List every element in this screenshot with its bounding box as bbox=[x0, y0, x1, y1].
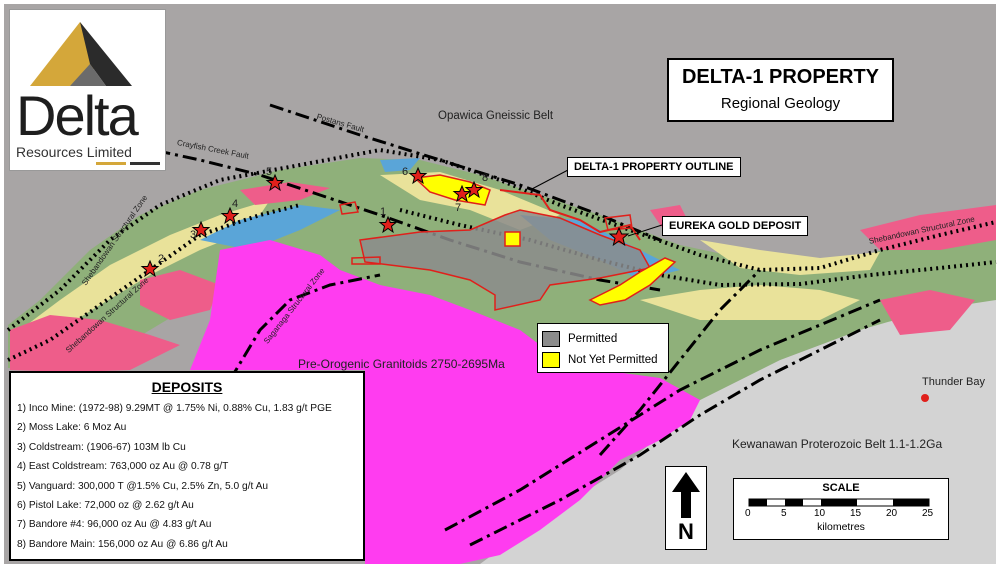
deposit-star-6 bbox=[408, 166, 428, 185]
legend-swatch-permitted bbox=[542, 331, 560, 347]
sediment-band bbox=[700, 240, 880, 275]
north-arrow-icon bbox=[672, 472, 700, 518]
postans-fault-line bbox=[269, 103, 661, 242]
deposit-item: 5) Vanguard: 300,000 T @1.5% Cu, 2.5% Zn… bbox=[17, 480, 269, 492]
eureka-deposit-callout: EUREKA GOLD DEPOSIT bbox=[662, 216, 809, 236]
property-outline bbox=[499, 189, 641, 241]
scale-tick: 10 bbox=[814, 508, 826, 519]
legend-item-not-permitted: Not Yet Permitted bbox=[542, 352, 658, 368]
thunder-bay-label: Thunder Bay bbox=[922, 376, 985, 388]
map-subtitle: Regional Geology bbox=[720, 95, 841, 112]
deposit-star-5 bbox=[265, 173, 285, 192]
scale-tick-labels: 0 5 10 15 20 25 bbox=[742, 508, 942, 520]
granitoids-label: Pre-Orogenic Granitoids 2750-2695Ma bbox=[298, 357, 505, 371]
logo-mountain-icon bbox=[30, 22, 132, 86]
granitoid-body bbox=[10, 315, 180, 372]
deposit-item: 8) Bandore Main: 156,000 oz Au @ 6.86 g/… bbox=[17, 538, 228, 550]
deposit-item: 4) East Coldstream: 763,000 oz Au @ 0.78… bbox=[17, 461, 229, 473]
deposit-star-4 bbox=[220, 206, 240, 225]
granitoid-body bbox=[240, 182, 330, 205]
granitoid-body bbox=[860, 205, 996, 250]
pre-orogenic-granitoids bbox=[190, 240, 700, 564]
star-label-5: 5 bbox=[266, 166, 273, 178]
deposit-star-3 bbox=[191, 220, 211, 239]
regional-fault-line bbox=[444, 298, 881, 532]
north-arrow: N bbox=[665, 466, 707, 550]
permitted-claims bbox=[359, 209, 652, 311]
property-outline bbox=[604, 214, 633, 231]
star-label-6: 6 bbox=[402, 166, 409, 178]
deposits-panel: DEPOSITS 1) Inco Mine: (1972-98) 9.29MT … bbox=[9, 371, 365, 561]
property-outline bbox=[351, 256, 381, 265]
regional-fault-line bbox=[598, 268, 762, 456]
regional-fault-line bbox=[469, 318, 881, 547]
deposit-item: 7) Bandore #4: 96,000 oz Au @ 4.83 g/t A… bbox=[17, 519, 212, 531]
logo-underline bbox=[130, 162, 160, 165]
star-label-1: 1 bbox=[380, 206, 387, 218]
scale-bar bbox=[748, 498, 930, 507]
sediment-band bbox=[20, 200, 270, 330]
callout-pointer bbox=[529, 169, 569, 191]
star-label-4: 4 bbox=[232, 198, 239, 210]
scale-bar-panel: SCALE 0 5 10 15 20 25 kilometres bbox=[733, 478, 949, 540]
deposit-item: 1) Inco Mine: (1972-98) 9.29MT @ 1.75% N… bbox=[17, 403, 332, 414]
star-label-7: 7 bbox=[455, 202, 462, 214]
scale-tick: 0 bbox=[745, 508, 751, 519]
legend-label-permitted: Permitted bbox=[568, 333, 618, 345]
deposit-star-1 bbox=[378, 215, 398, 234]
logo-subtitle: Resources Limited bbox=[16, 144, 132, 160]
volcanic-band bbox=[200, 205, 340, 250]
granitoid-body bbox=[140, 270, 220, 320]
legend-item-permitted: Permitted bbox=[542, 331, 617, 347]
deposits-list: 1) Inco Mine: (1972-98) 9.29MT @ 1.75% N… bbox=[11, 399, 363, 554]
legend-label-not-permitted: Not Yet Permitted bbox=[568, 354, 658, 366]
not-yet-permitted-claims bbox=[504, 231, 521, 247]
granitoid-body bbox=[880, 290, 975, 335]
deposit-stars bbox=[140, 166, 630, 278]
map-title-box: DELTA-1 PROPERTY Regional Geology bbox=[667, 58, 894, 122]
map-title: DELTA-1 PROPERTY bbox=[681, 66, 880, 88]
deposit-star-7 bbox=[452, 184, 472, 203]
deposit-item: 6) Pistol Lake: 72,000 oz @ 2.62 g/t Au bbox=[17, 500, 194, 512]
deposit-item: 2) Moss Lake: 6 Moz Au bbox=[17, 422, 127, 434]
scale-tick: 5 bbox=[781, 508, 787, 519]
property-outline bbox=[339, 201, 359, 215]
property-outline-callout: DELTA-1 PROPERTY OUTLINE bbox=[567, 157, 741, 177]
company-logo: Delta Resources Limited bbox=[9, 9, 166, 171]
sediment-band bbox=[640, 285, 860, 320]
logo-underline bbox=[96, 162, 126, 165]
scale-tick: 15 bbox=[850, 508, 862, 519]
proterozoic-belt-label: Kewanawan Proterozoic Belt 1.1-1.2Ga bbox=[732, 437, 943, 451]
scale-tick: 25 bbox=[922, 508, 934, 519]
scale-tick: 20 bbox=[886, 508, 898, 519]
deposit-star-8 bbox=[464, 180, 484, 199]
logo-wordmark: Delta bbox=[16, 84, 139, 147]
star-label-3: 3 bbox=[190, 229, 197, 241]
gneissic-belt-label: Opawica Gneissic Belt bbox=[438, 110, 554, 122]
deposit-item: 3) Coldstream: (1906-67) 103M lb Cu bbox=[17, 441, 186, 453]
scale-unit: kilometres bbox=[817, 521, 865, 533]
scale-title: SCALE bbox=[822, 482, 860, 494]
deposit-star-2 bbox=[140, 259, 160, 278]
north-letter: N bbox=[678, 519, 694, 544]
deposits-title: DEPOSITS bbox=[151, 379, 223, 395]
permit-legend: Permitted Not Yet Permitted bbox=[537, 323, 669, 373]
thunder-bay-marker bbox=[921, 394, 929, 402]
not-yet-permitted-claims bbox=[413, 174, 491, 206]
star-label-2: 2 bbox=[158, 253, 165, 265]
saganaga-fault-line bbox=[228, 273, 381, 381]
legend-swatch-not-permitted bbox=[542, 352, 560, 368]
eureka-deposit-star bbox=[608, 226, 630, 247]
star-label-8: 8 bbox=[482, 172, 489, 184]
not-yet-permitted-claims bbox=[588, 257, 677, 306]
volcanic-band bbox=[380, 158, 420, 172]
callout-pointer bbox=[627, 224, 663, 237]
